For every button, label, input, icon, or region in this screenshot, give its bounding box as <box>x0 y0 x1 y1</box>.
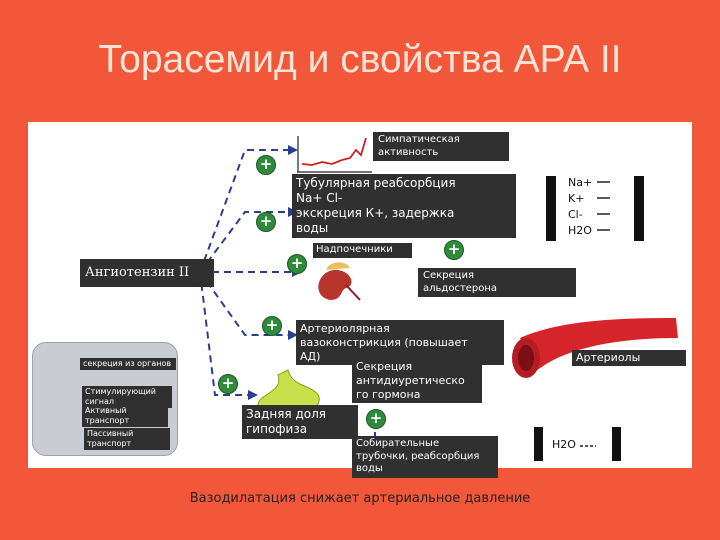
arterioles-label: Артериолы <box>572 350 686 366</box>
sympathetic-activity-graph <box>297 136 372 173</box>
legend-item-active-transport: Активный транспорт <box>82 405 168 427</box>
ion-h2o: H2O <box>568 224 592 237</box>
ion-na: Na+ <box>568 176 593 189</box>
ion-cl: Cl- <box>568 208 583 221</box>
arrow-to-sympathetic <box>199 149 288 273</box>
ion-h2o-collecting: H2O <box>552 438 576 451</box>
kidney-illustration <box>318 262 361 301</box>
arrow-to-arteriolar <box>199 271 288 336</box>
collecting-ion-panel <box>534 427 621 461</box>
arrow-to-tubular <box>199 211 288 273</box>
plus-icon: + <box>218 374 238 394</box>
ion-k: K+ <box>568 192 585 205</box>
plus-icon: + <box>256 155 276 175</box>
legend-item-passive-transport: Пассивный транспорт <box>84 428 170 450</box>
plus-icon: + <box>287 254 307 274</box>
plus-icon: + <box>262 316 282 336</box>
angiotensin-label: Ангиотензин II <box>80 259 214 287</box>
plus-icon: + <box>366 409 386 429</box>
plus-icon: + <box>444 240 464 260</box>
plus-icon: + <box>256 212 276 232</box>
arrow-to-pituitary <box>199 271 248 396</box>
slide-title: Торасемид и свойства АРА II <box>98 38 622 81</box>
legend-item-secretion: секреция из органов <box>80 358 176 370</box>
legend-item-stimulating: Стимулирующий сигнал <box>82 386 172 408</box>
arteriole-illustration <box>512 318 678 378</box>
footer-caption: Вазодилатация снижает артериальное давле… <box>189 491 531 506</box>
adrenal-label: Надпочечники <box>313 243 412 258</box>
tubular-ion-panel <box>546 176 644 241</box>
